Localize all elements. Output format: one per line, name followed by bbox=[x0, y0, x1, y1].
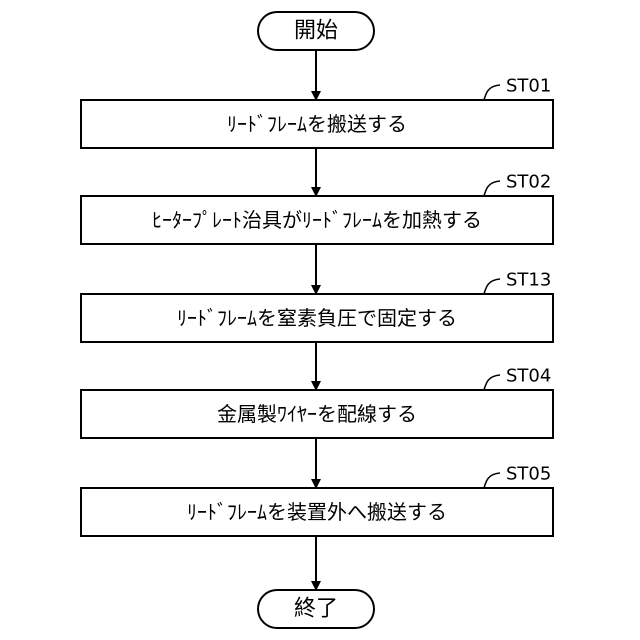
step-text: ﾘｰﾄﾞﾌﾚｰﾑを搬送する bbox=[227, 112, 407, 136]
step-label: ST02 bbox=[506, 172, 551, 193]
step-label-leader bbox=[484, 279, 500, 294]
step-label-leader bbox=[484, 473, 500, 488]
step-label-leader bbox=[484, 375, 500, 390]
end-label: 終了 bbox=[294, 597, 338, 622]
step-label: ST04 bbox=[506, 366, 551, 387]
step-label: ST13 bbox=[506, 270, 551, 291]
step-text: ﾋｰﾀｰﾌﾟﾚｰﾄ治具がﾘｰﾄﾞﾌﾚｰﾑを加熱する bbox=[152, 208, 482, 232]
step-text: ﾘｰﾄﾞﾌﾚｰﾑを装置外へ搬送する bbox=[187, 500, 447, 524]
step-label-leader bbox=[484, 181, 500, 196]
step-text: ﾘｰﾄﾞﾌﾚｰﾑを窒素負圧で固定する bbox=[177, 306, 457, 330]
end-terminator: 終了 bbox=[258, 590, 374, 628]
step-label: ST01 bbox=[506, 76, 551, 97]
step-label-leader bbox=[484, 85, 500, 100]
step-label: ST05 bbox=[506, 464, 551, 485]
start-terminator: 開始 bbox=[258, 12, 374, 50]
step-text: 金属製ﾜｲﾔｰを配線する bbox=[217, 402, 417, 426]
start-label: 開始 bbox=[294, 19, 338, 44]
